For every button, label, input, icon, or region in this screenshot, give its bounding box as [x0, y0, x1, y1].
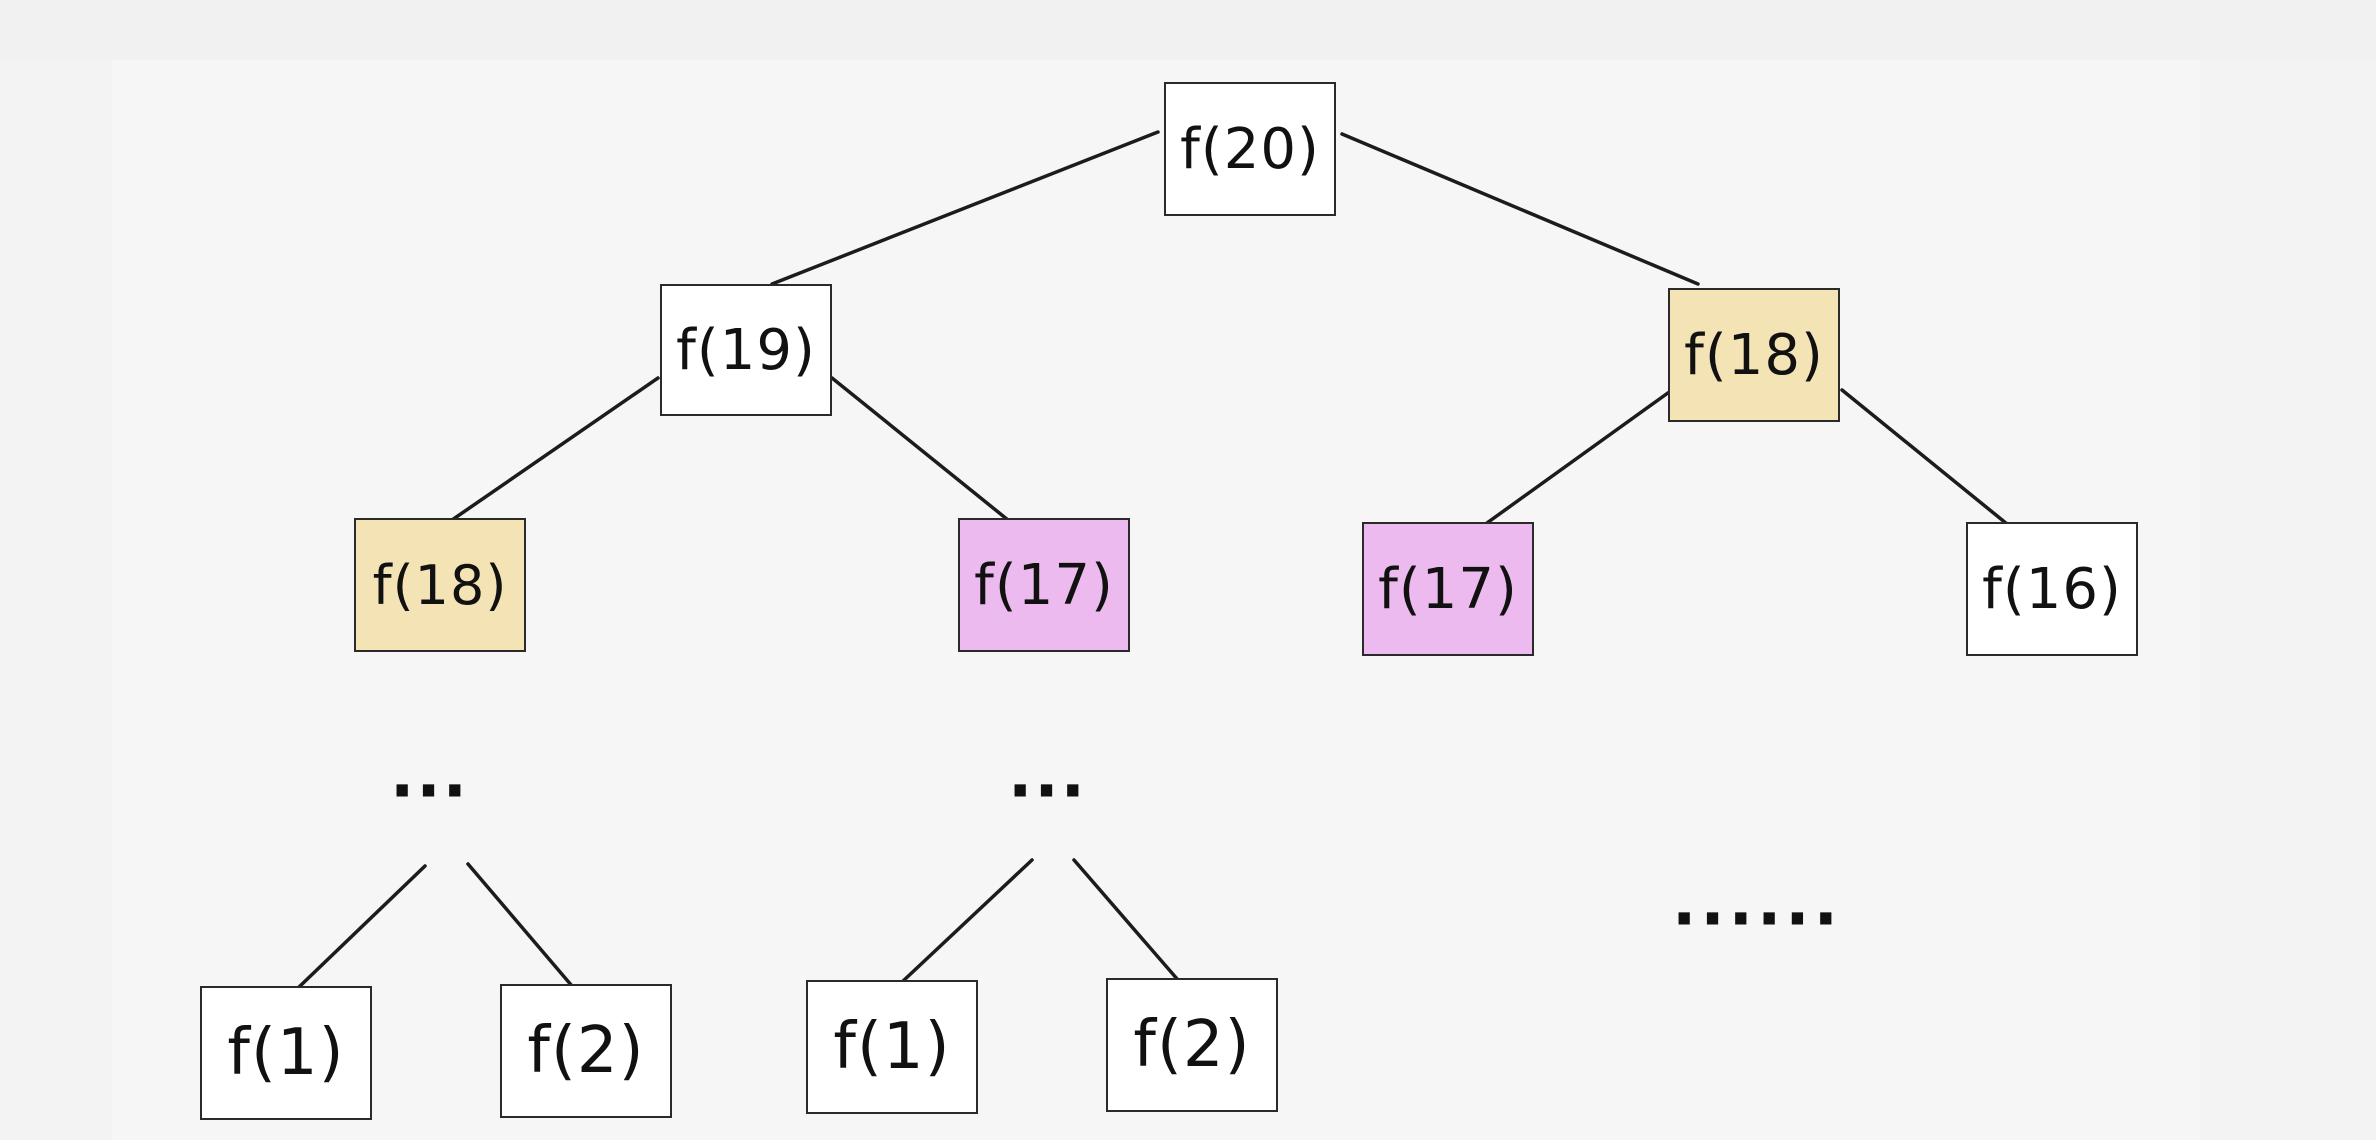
- node-level2-1: f(18): [354, 518, 526, 652]
- node-level2-4: f(16): [1966, 522, 2138, 656]
- leaf-node-1: f(1): [200, 986, 372, 1120]
- edge-f18-to-f16: [1840, 388, 2014, 530]
- node-level1-left: f(19): [660, 284, 832, 416]
- node-level2-3: f(17): [1362, 522, 1534, 656]
- node-root: f(20): [1164, 82, 1336, 216]
- continuation-dots-middle: ···: [1008, 755, 1087, 829]
- edge-dots1-to-f2: [466, 862, 574, 988]
- node-level1-right: f(18): [1668, 288, 1840, 422]
- edge-dots2-to-f2: [1072, 858, 1180, 982]
- top-bar: [0, 0, 2376, 60]
- leaf-node-2: f(2): [500, 984, 672, 1118]
- edge-f18-to-f17: [1478, 388, 1674, 530]
- trailing-ellipsis: ······: [1672, 883, 1842, 957]
- leaf-node-4: f(2): [1106, 978, 1278, 1112]
- edge-dots2-to-f1: [900, 858, 1034, 984]
- edge-dots1-to-f1: [296, 864, 427, 990]
- edge-f19-to-f17: [830, 376, 1010, 522]
- edge-root-to-f18: [1340, 132, 1700, 286]
- node-level2-2: f(17): [958, 518, 1130, 652]
- leaf-node-3: f(1): [806, 980, 978, 1114]
- edge-root-to-f19: [770, 130, 1160, 286]
- edge-f19-to-f18: [450, 376, 660, 522]
- continuation-dots-left: ···: [390, 755, 469, 829]
